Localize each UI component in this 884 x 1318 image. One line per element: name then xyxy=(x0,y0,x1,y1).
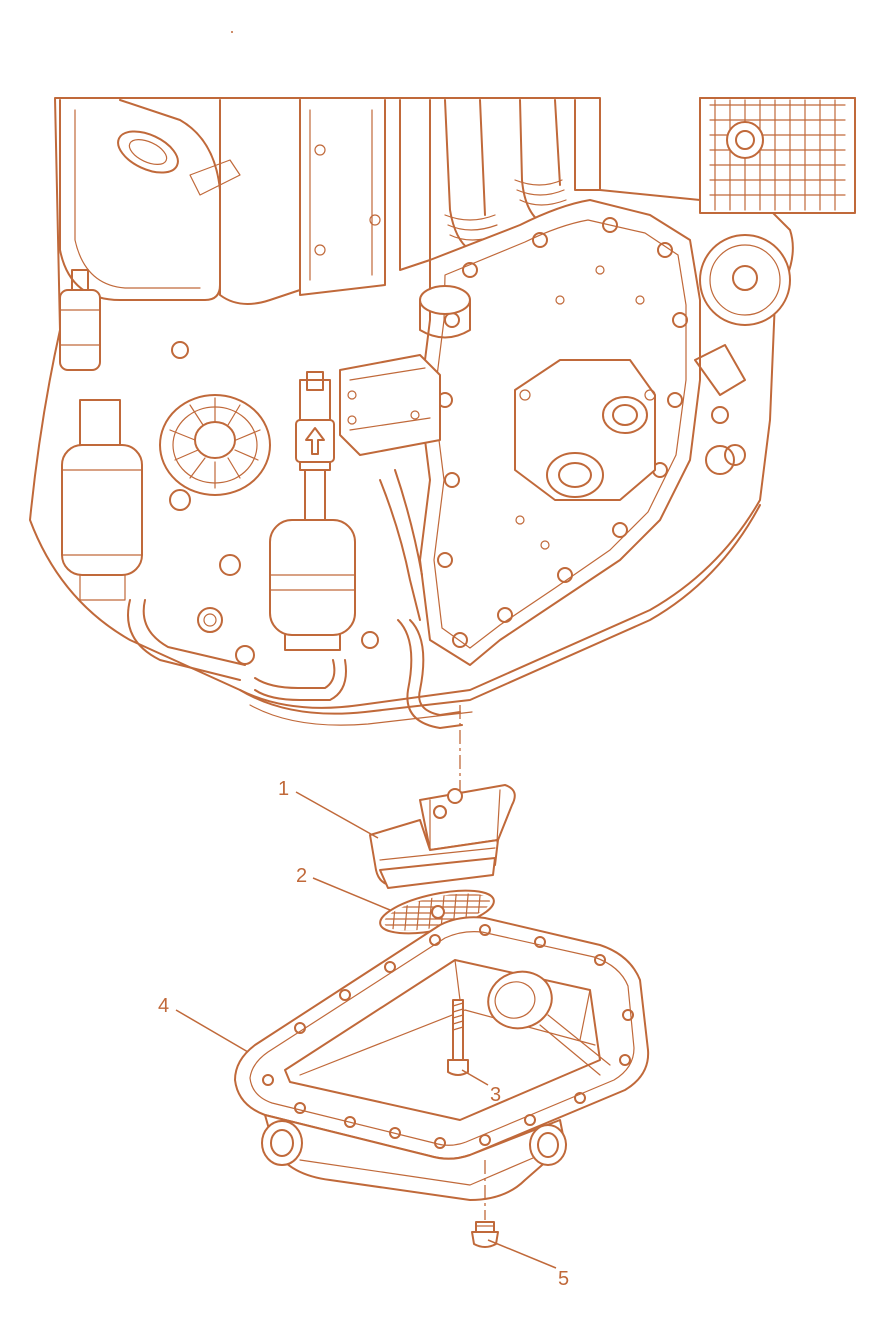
cover-bolts xyxy=(437,217,688,648)
part-4-oil-pan xyxy=(234,916,650,1201)
fan-wheel xyxy=(159,394,271,496)
leader-line-2 xyxy=(312,877,391,911)
leader-line-3 xyxy=(461,1069,489,1086)
part-5-drain-plug xyxy=(471,1221,499,1248)
arrow-up-icon xyxy=(305,427,325,455)
leader-line-5 xyxy=(487,1239,557,1269)
speck xyxy=(231,31,233,33)
callout-1: 1 xyxy=(278,778,289,800)
callout-4: 4 xyxy=(158,995,169,1017)
pan-flange-holes xyxy=(262,924,634,1149)
callout-3: 3 xyxy=(490,1084,501,1106)
part-1-oil-pickup xyxy=(369,784,516,889)
leader-line-4 xyxy=(175,1009,249,1053)
leader-line-1 xyxy=(295,791,379,839)
callouts: 1 2 3 4 5 xyxy=(158,778,569,1290)
part-2-strainer-screen xyxy=(379,886,495,938)
callout-5: 5 xyxy=(558,1268,569,1290)
flow-arrow-block xyxy=(295,419,335,463)
engine-assembly xyxy=(29,97,856,729)
callout-2: 2 xyxy=(296,865,307,887)
